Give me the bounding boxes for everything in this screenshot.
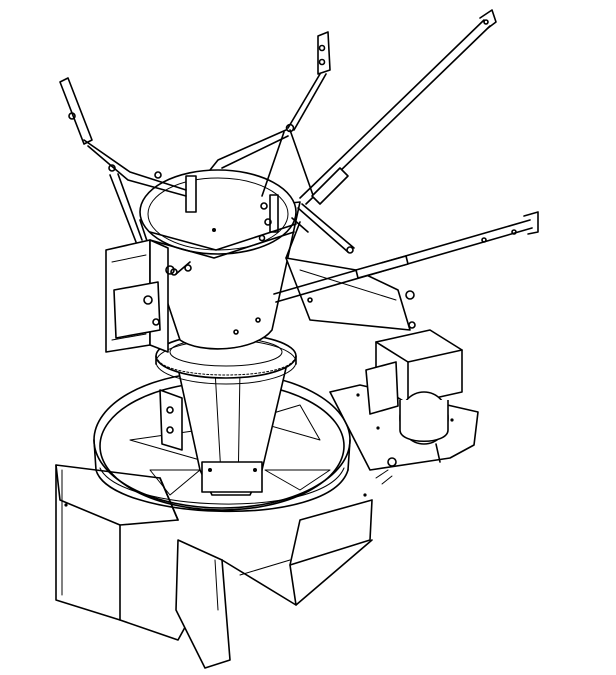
right-motor [329,329,479,471]
linkage-arms [59,9,539,303]
base-frame [55,464,373,669]
fastener-details [233,218,393,485]
right-bracket [285,221,416,331]
left-gearbox [105,239,175,353]
lower-cone [159,367,287,496]
